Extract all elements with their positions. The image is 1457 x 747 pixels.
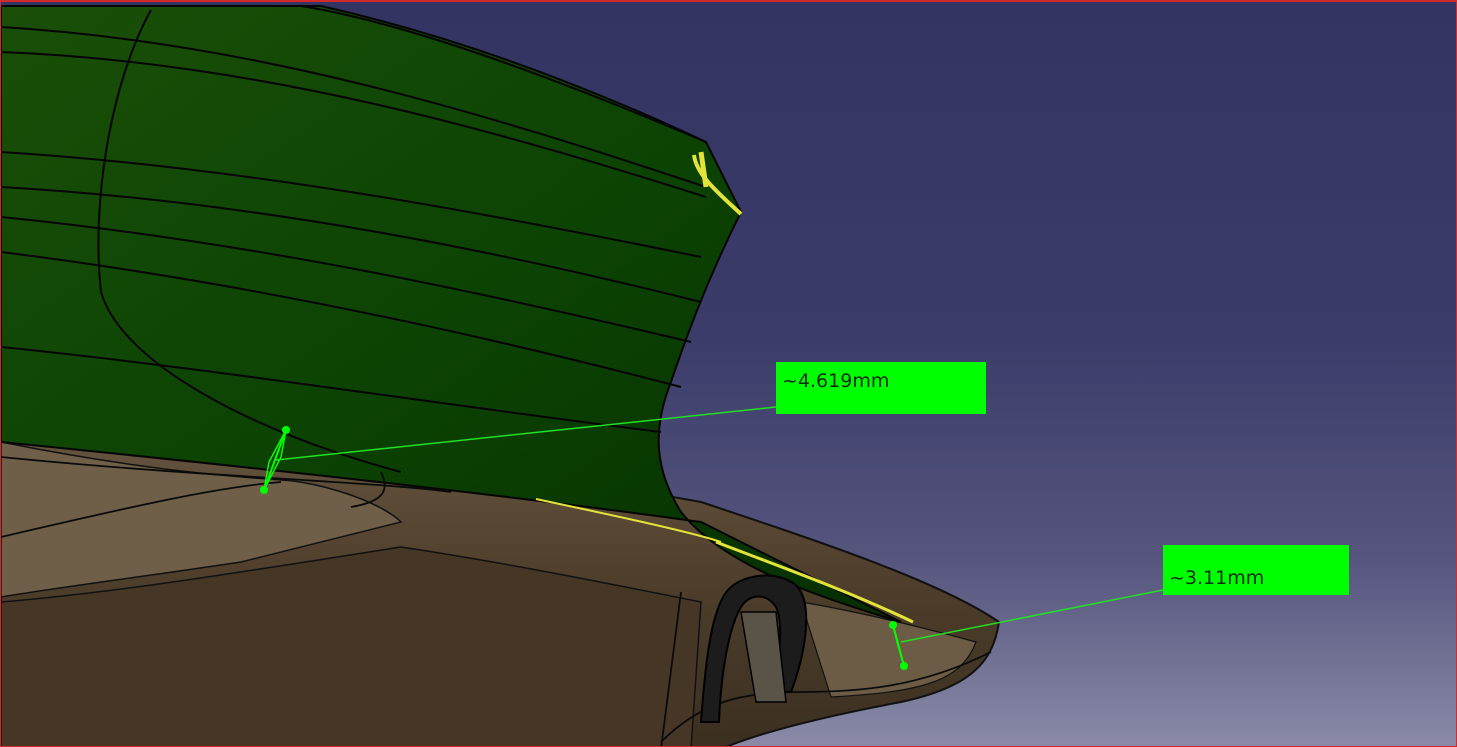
lower-housing-face xyxy=(1,441,403,598)
measurement-2-leader xyxy=(889,589,1164,670)
surface-edges xyxy=(1,5,707,473)
lower-housing-face xyxy=(800,601,977,698)
upper-trim-part[interactable] xyxy=(1,5,902,623)
u-clip[interactable] xyxy=(699,574,808,723)
measurement-label-2[interactable]: ~3.11mm xyxy=(1163,545,1349,595)
lower-housing-face xyxy=(1,546,702,746)
measurement-label-1[interactable]: ~4.619mm xyxy=(776,362,986,414)
highlighted-edges xyxy=(535,151,914,624)
measurement-1-leader xyxy=(260,406,777,494)
